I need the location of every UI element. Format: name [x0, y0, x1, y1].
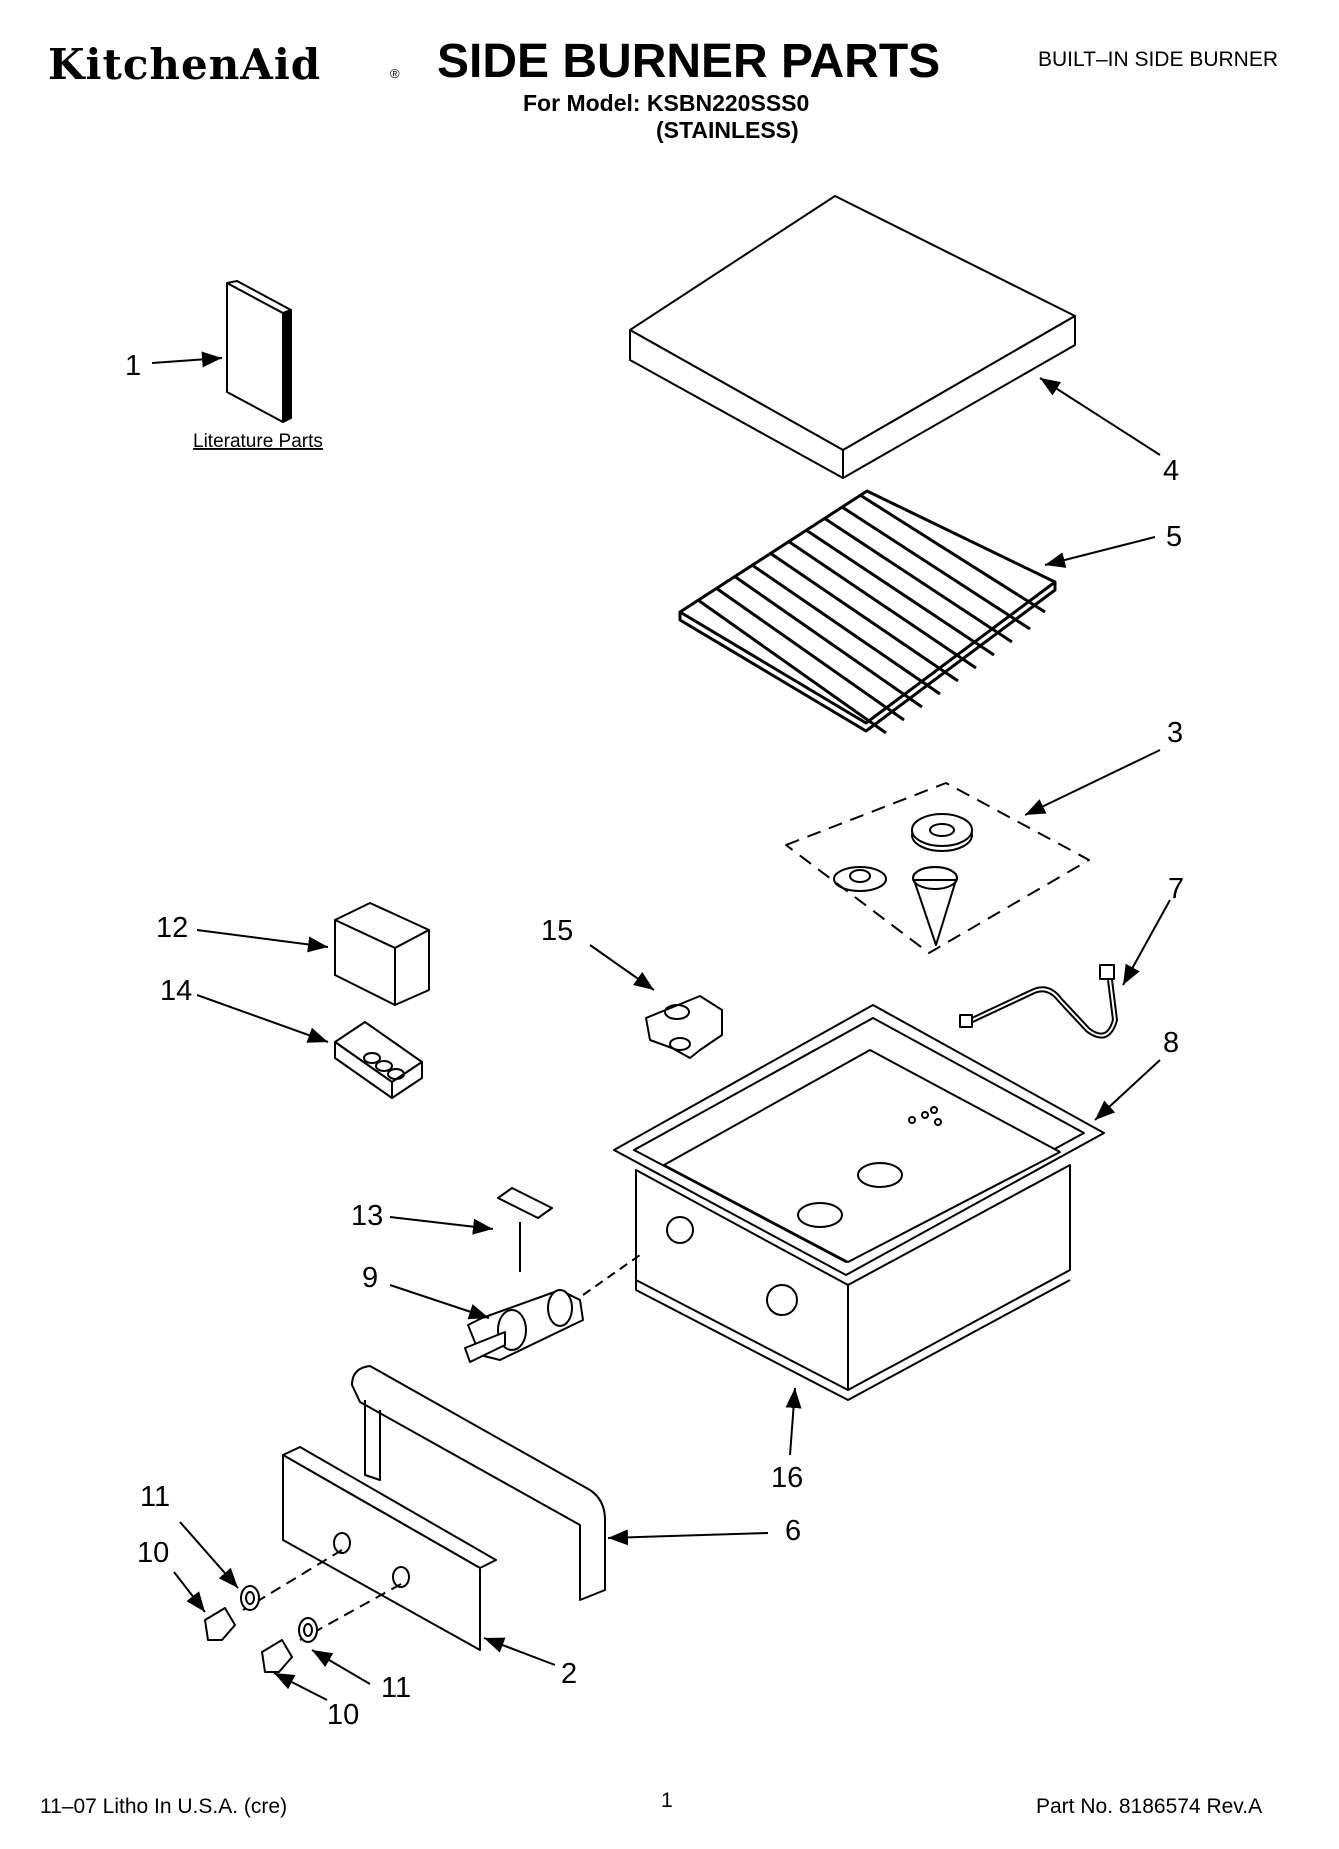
brand-registered-mark: ® [390, 66, 400, 81]
callout-12: 12 [156, 912, 188, 944]
product-category: BUILT–IN SIDE BURNER [1038, 48, 1278, 71]
burner-cover [629, 195, 1076, 479]
callout-5: 5 [1166, 521, 1182, 553]
page-title: SIDE BURNER PARTS [437, 35, 941, 88]
burner-assembly [785, 782, 1090, 954]
callout-6: 6 [785, 1515, 801, 1547]
callout-2: 2 [561, 1658, 577, 1690]
callout-8: 8 [1163, 1027, 1179, 1059]
ignition-switch [497, 1187, 553, 1272]
callout-15: 15 [541, 915, 573, 947]
callout-11-upper: 11 [140, 1481, 170, 1513]
control-bezel [242, 1446, 497, 1651]
page-number: 1 [661, 1789, 673, 1812]
literature-parts-caption: Literature Parts [193, 431, 323, 452]
burner-box [613, 1004, 1105, 1401]
gas-valve [464, 1254, 641, 1363]
model-variant: (STAINLESS) [656, 117, 799, 143]
terminal-block [334, 1021, 423, 1099]
wire-shield [334, 902, 430, 1006]
model-line: For Model: KSBN220SSS0 [523, 90, 810, 116]
callout-10-lower: 10 [327, 1699, 359, 1731]
callout-16: 16 [771, 1462, 803, 1494]
leader-lines [151, 351, 1171, 1701]
callout-14: 14 [160, 975, 192, 1007]
callout-10-upper: 10 [137, 1537, 169, 1569]
gas-line [959, 964, 1118, 1039]
callout-3: 3 [1167, 717, 1183, 749]
callout-1: 1 [125, 350, 141, 382]
brand-logo: KitchenAid [48, 40, 322, 89]
burner-grate [678, 489, 1057, 735]
callout-13: 13 [351, 1200, 383, 1232]
control-panel-front [351, 1365, 606, 1601]
callout-labels: 1 Literature Parts 4 5 3 7 8 12 14 15 13… [125, 350, 1184, 1731]
litho-note: 11–07 Litho In U.S.A. (cre) [40, 1795, 288, 1818]
callout-7: 7 [1168, 873, 1184, 905]
control-knobs [204, 1585, 318, 1673]
spark-module [645, 995, 723, 1059]
callout-11-lower: 11 [381, 1672, 411, 1704]
callout-4: 4 [1163, 455, 1179, 487]
literature-booklet [226, 280, 292, 423]
callout-9: 9 [362, 1262, 378, 1294]
part-number: Part No. 8186574 Rev.A [1036, 1795, 1263, 1818]
